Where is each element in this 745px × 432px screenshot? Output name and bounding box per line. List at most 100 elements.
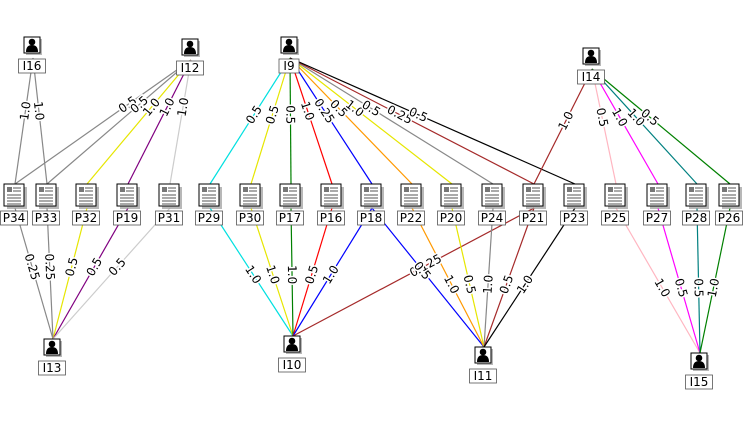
- document-icon: [75, 183, 99, 209]
- document-node-p23[interactable]: P23: [560, 183, 588, 226]
- node-label-bg: [18, 58, 46, 74]
- node-label-bg: [113, 210, 141, 226]
- node-label: P33: [35, 211, 58, 225]
- node-label: I13: [43, 361, 62, 375]
- edge-P25-I15: [615, 207, 701, 354]
- document-icon: [604, 183, 628, 209]
- edge-label: 1.0: [480, 274, 495, 294]
- person-node-i12[interactable]: I12: [176, 38, 204, 76]
- document-node-p32[interactable]: P32: [72, 183, 100, 226]
- edge-label: 0.25: [22, 252, 43, 282]
- edge-label: 1.0: [514, 273, 536, 297]
- person-icon: [280, 36, 299, 55]
- edge-I9-P24: [289, 57, 494, 185]
- person-icon: [43, 338, 62, 357]
- edge-label: 0.25: [42, 253, 57, 280]
- node-label: P27: [646, 211, 669, 225]
- edge-label: 1.0: [17, 100, 34, 121]
- document-node-p22[interactable]: P22: [397, 183, 425, 226]
- edge-I12-P19: [127, 59, 192, 185]
- edge-label: 0.5: [302, 263, 321, 285]
- edge-I12-P34: [14, 59, 192, 185]
- document-icon: [685, 183, 709, 209]
- edge-P17-I10: [290, 207, 294, 337]
- edge-label: 1.0: [705, 277, 723, 299]
- document-node-p21[interactable]: P21: [519, 183, 547, 226]
- document-node-p18[interactable]: P18: [357, 183, 385, 226]
- node-label-bg: [519, 210, 547, 226]
- node-label-bg: [0, 210, 28, 226]
- node-label: I9: [283, 59, 294, 73]
- node-label-bg: [278, 58, 300, 74]
- document-node-p24[interactable]: P24: [478, 183, 506, 226]
- edge-I12-P33: [46, 59, 192, 185]
- node-label-bg: [682, 210, 710, 226]
- node-label-bg: [685, 374, 713, 390]
- person-node-i13[interactable]: I13: [38, 338, 66, 376]
- document-node-p16[interactable]: P16: [317, 183, 345, 226]
- document-node-p17[interactable]: P17: [276, 183, 304, 226]
- edge-label: 1.0: [175, 97, 192, 118]
- edge-P26-I15: [699, 207, 731, 354]
- edge-label: 0.5: [283, 105, 297, 124]
- document-icon: [481, 183, 505, 209]
- document-icon: [718, 183, 742, 209]
- document-icon: [563, 183, 587, 209]
- edge-I9-P16: [289, 57, 333, 185]
- person-node-i9[interactable]: I9: [278, 36, 300, 74]
- edge-P18-I11: [371, 207, 485, 348]
- edge-label: 0.5: [672, 277, 691, 299]
- edge-label: 0.5: [243, 103, 265, 127]
- edge-I9-P17: [289, 57, 292, 185]
- document-node-p25[interactable]: P25: [601, 183, 629, 226]
- node-label: I14: [582, 70, 601, 84]
- node-label-bg: [38, 360, 66, 376]
- node-label-bg: [317, 210, 345, 226]
- document-node-p31[interactable]: P31: [155, 183, 183, 226]
- document-icon: [440, 183, 464, 209]
- person-node-i15[interactable]: I15: [685, 352, 713, 390]
- node-label-bg: [478, 210, 506, 226]
- person-node-i14[interactable]: I14: [577, 47, 605, 85]
- person-node-i16[interactable]: I16: [18, 36, 46, 74]
- edge-I14-P25: [591, 68, 617, 185]
- node-label: I12: [181, 61, 200, 75]
- edge-label: 0.5: [691, 278, 705, 297]
- edge-I9-P29: [209, 57, 291, 185]
- document-icon: [320, 183, 344, 209]
- document-icon: [239, 183, 263, 209]
- node-label: I10: [283, 358, 302, 372]
- node-label: P21: [522, 211, 545, 225]
- node-label: I15: [690, 375, 709, 389]
- person-node-i11[interactable]: I11: [469, 346, 497, 384]
- person-node-i10[interactable]: I10: [278, 335, 306, 373]
- document-node-p30[interactable]: P30: [236, 183, 264, 226]
- document-node-p29[interactable]: P29: [195, 183, 223, 226]
- node-label-bg: [437, 210, 465, 226]
- node-label-bg: [72, 210, 100, 226]
- document-node-p26[interactable]: P26: [715, 183, 743, 226]
- edge-P28-I15: [696, 207, 701, 354]
- document-node-p33[interactable]: P33: [32, 183, 60, 226]
- node-label-bg: [278, 357, 306, 373]
- node-label-bg: [560, 210, 588, 226]
- edge-I9-P30: [250, 57, 291, 185]
- document-node-p20[interactable]: P20: [437, 183, 465, 226]
- node-label-bg: [32, 210, 60, 226]
- node-label: P20: [440, 211, 463, 225]
- edge-I9-P18: [289, 57, 373, 185]
- node-label-bg: [195, 210, 223, 226]
- document-node-p19[interactable]: P19: [113, 183, 141, 226]
- edge-P23-I11: [483, 207, 576, 348]
- document-icon: [522, 183, 546, 209]
- document-node-p28[interactable]: P28: [682, 183, 710, 226]
- node-label: P24: [481, 211, 504, 225]
- document-node-p34[interactable]: P34: [0, 183, 28, 226]
- edge-label: 1.0: [555, 109, 576, 132]
- node-label: P19: [116, 211, 139, 225]
- edge-P21-I11: [483, 207, 535, 348]
- document-node-p27[interactable]: P27: [643, 183, 671, 226]
- node-label-bg: [469, 368, 497, 384]
